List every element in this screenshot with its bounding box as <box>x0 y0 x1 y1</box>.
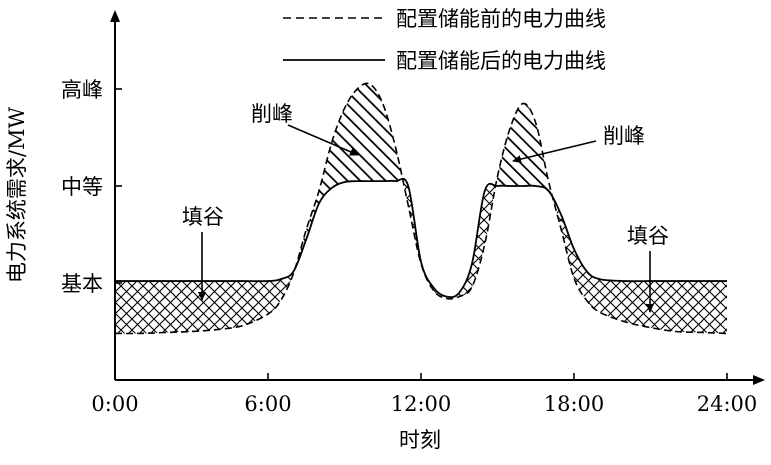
series-line-after <box>115 177 727 299</box>
annotation-arrow-peak-left <box>287 124 359 156</box>
legend-label-before: 配置储能前的电力曲线 <box>396 7 606 31</box>
annotation-valley-left: 填谷 <box>182 205 224 301</box>
annotation-arrow-peak-right <box>512 140 597 164</box>
annotation-label-valley-left: 填谷 <box>182 205 224 229</box>
x-tick-label: 12:00 <box>391 392 452 416</box>
annotation-valley-right: 填谷 <box>627 224 669 313</box>
legend-label-after: 配置储能后的电力曲线 <box>396 49 606 73</box>
annotation-label-peak-right: 削峰 <box>603 124 645 148</box>
x-tick-label: 6:00 <box>244 392 291 416</box>
series-line-before <box>114 82 728 335</box>
y-tick-label: 高峰 <box>61 78 103 102</box>
x-axis-title: 时刻 <box>399 428 441 452</box>
x-tick-label: 18:00 <box>544 392 605 416</box>
y-tick-label: 中等 <box>61 175 103 199</box>
x-tick-label: 0:00 <box>91 392 138 416</box>
y-tick-label: 基本 <box>61 272 103 296</box>
annotation-label-peak-left: 削峰 <box>251 102 293 126</box>
y-axis-title: 电力系统需求/MW <box>5 107 29 284</box>
peak-shaving-region <box>115 83 727 298</box>
x-tick-label: 24:00 <box>697 392 758 416</box>
annotation-peak-left: 削峰 <box>251 102 359 156</box>
ticks-layer: 0:00 6:00 12:00 18:00 24:00 基本 中等 高峰 <box>61 78 757 416</box>
annotation-label-valley-right: 填谷 <box>627 224 669 248</box>
curves-layer <box>114 82 728 335</box>
annotation-peak-right: 削峰 <box>512 124 645 164</box>
legend: 配置储能前的电力曲线 配置储能后的电力曲线 <box>283 7 606 73</box>
